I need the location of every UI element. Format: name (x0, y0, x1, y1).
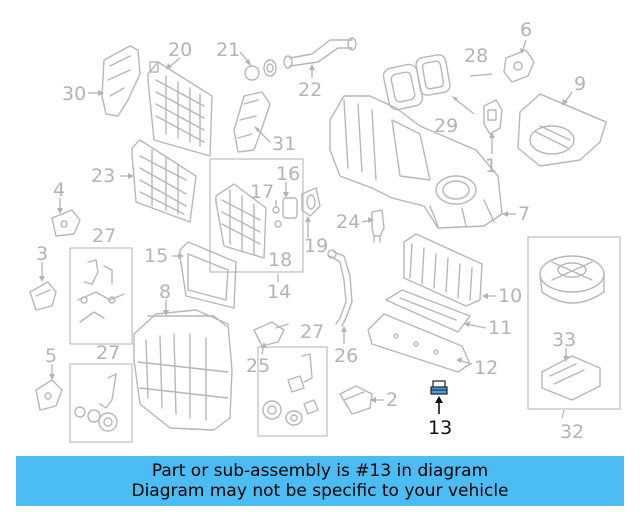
part-27-right-items (262, 353, 319, 426)
part-9-blower-housing (517, 93, 607, 167)
part-31-bracket (233, 91, 271, 153)
callout-9: 9 (574, 73, 586, 95)
callout-33: 33 (552, 329, 576, 351)
group-box-14 (209, 158, 304, 273)
callout-12: 12 (474, 357, 498, 379)
part-28-29-gaskets (382, 54, 451, 111)
callout-27-lower: 27 (96, 342, 120, 364)
callout-19: 19 (304, 235, 328, 257)
group-box-27-right (257, 346, 328, 437)
part-10-cabin-filter (403, 233, 483, 307)
part-21-clamp (244, 59, 277, 81)
part-16-17-valve (272, 197, 298, 228)
callout-11: 11 (488, 317, 512, 339)
callout-26: 26 (334, 345, 358, 367)
callout-1: 1 (485, 155, 497, 177)
callout-29: 29 (434, 115, 458, 137)
callout-7: 7 (518, 203, 530, 225)
callout-5: 5 (45, 345, 57, 367)
callout-8: 8 (159, 281, 171, 303)
callout-20: 20 (168, 39, 192, 61)
part-13-highlighted[interactable] (430, 380, 448, 395)
part-8-lower-housing (133, 309, 233, 431)
group-box-27-lower (69, 363, 133, 443)
part-15-filter-frame (179, 241, 237, 309)
callout-30: 30 (62, 83, 86, 105)
part-6-actuator (503, 49, 535, 83)
part-23-core (131, 139, 197, 223)
callout-22: 22 (298, 79, 322, 101)
group-box-27-upper (69, 247, 133, 345)
callout-27-upper: 27 (92, 225, 116, 247)
part-2-connector (339, 385, 373, 415)
part-27-hoses-upper (77, 259, 125, 323)
banner-line-1: Part or sub-assembly is #13 in diagram (151, 461, 489, 481)
part-12-cover (367, 313, 471, 373)
callout-4: 4 (53, 179, 65, 201)
callout-18: 18 (268, 249, 292, 271)
info-banner: Part or sub-assembly is #13 in diagram D… (16, 456, 624, 506)
callout-17: 17 (250, 181, 274, 203)
callout-28: 28 (464, 45, 488, 67)
callout-21: 21 (216, 39, 240, 61)
part-19-seal (301, 187, 321, 217)
callout-13-highlighted[interactable]: 13 (428, 417, 452, 439)
callout-27-right: 27 (300, 321, 324, 343)
part-26-pipe (327, 249, 353, 327)
callout-31: 31 (272, 133, 296, 155)
part-1-actuator (483, 99, 503, 135)
part-24-sensor (371, 209, 385, 243)
callout-14: 14 (267, 281, 291, 303)
part-30-bracket (101, 45, 141, 117)
part-14-evaporator (215, 183, 267, 259)
callout-25: 25 (246, 355, 270, 377)
callout-24: 24 (336, 211, 360, 233)
part-32-blower-motor (539, 255, 605, 304)
part-25-connector (253, 321, 289, 347)
callout-16: 16 (276, 163, 300, 185)
callout-6: 6 (520, 19, 532, 41)
part-22-pipes (283, 37, 357, 69)
callout-3: 3 (36, 243, 48, 265)
callout-10: 10 (498, 285, 522, 307)
part-3-sensor (29, 281, 57, 311)
banner-line-2: Diagram may not be specific to your vehi… (131, 481, 509, 501)
group-box-32 (527, 236, 621, 410)
part-4-sensor (51, 209, 81, 237)
callout-2: 2 (386, 389, 398, 411)
part-33-resistor (541, 355, 601, 401)
part-20-heater-core (147, 61, 213, 157)
callout-15: 15 (144, 245, 168, 267)
callout-labels: 1 2 3 4 5 6 7 8 9 11 12 10 14 15 16 17 1… (36, 19, 586, 443)
part-27-lower-items (74, 373, 118, 432)
part-5-sensor (35, 379, 63, 411)
part-11-tray (385, 289, 471, 333)
callout-32: 32 (560, 421, 584, 443)
leader-lines (39, 39, 573, 419)
part-7-main-housing (329, 95, 503, 229)
callout-23: 23 (91, 165, 115, 187)
